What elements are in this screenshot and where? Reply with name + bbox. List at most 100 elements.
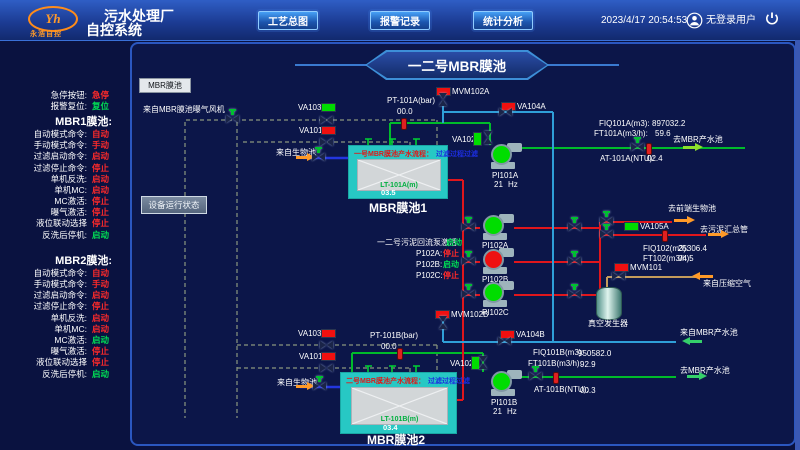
- nav-statistics-button[interactable]: 统计分析: [473, 11, 533, 30]
- sidebar-row: 手动模式命令: 手动: [0, 278, 122, 289]
- ft101a-value: 59.6: [655, 129, 671, 138]
- pump-base: [491, 162, 515, 169]
- pump-duct: [507, 143, 522, 152]
- pump-pi102c[interactable]: [480, 281, 514, 307]
- mbr-tank-1[interactable]: 一号MBR膜池产水流程：过滤过程过滤 LT-101A(m) 03.5: [348, 145, 478, 199]
- row-label: 手动模式命令:: [33, 279, 87, 290]
- tab-mbr-pool[interactable]: MBR膜池: [139, 78, 191, 93]
- tank2-name: MBR膜池2: [367, 433, 426, 447]
- pump-pi102c-label: PI102C: [482, 308, 509, 317]
- vacuum-generator[interactable]: [596, 287, 622, 320]
- pump-pi101a-freq-unit: Hz: [508, 180, 518, 189]
- valve-mvm102b[interactable]: [438, 316, 447, 329]
- row-label: 过滤停止命令:: [33, 162, 87, 173]
- valve-va104b[interactable]: [498, 337, 511, 346]
- bio-inlet-1-arrow-icon: [296, 153, 315, 161]
- pump-pi101a[interactable]: [488, 143, 522, 169]
- valve-va101b[interactable]: [320, 364, 333, 373]
- row-value: 复位: [92, 100, 110, 111]
- row-value: 自动: [92, 267, 110, 278]
- to-product-tank-1-label: 去MBR产水池: [673, 135, 723, 144]
- to-product-1-arrow-icon: [683, 143, 703, 151]
- valve-mvm101[interactable]: [612, 272, 625, 281]
- at101b-label: AT-101B(NTU):: [534, 385, 589, 394]
- valve-mvm102a[interactable]: [438, 93, 447, 106]
- mbr-tank-2[interactable]: 二号MBR膜池产水流程：过滤过程过滤 LT-101B(m) 03.4: [340, 372, 470, 434]
- row-value: 启动: [92, 184, 110, 195]
- user-icon: [686, 12, 703, 29]
- row-label: MBR2膜池:: [55, 254, 112, 267]
- tank1-name: MBR膜池1: [369, 201, 428, 215]
- tank1-level-value: 03.5: [381, 188, 396, 197]
- sidebar-row: 反洗后停机:启动: [0, 368, 122, 379]
- p102c-state: 停止: [443, 271, 459, 280]
- pump-pi102a[interactable]: [480, 214, 514, 240]
- to-product-tank-2-label: 去MBR产水池: [680, 366, 730, 375]
- to-front-bio-arrow-icon: [674, 216, 695, 224]
- row-label: 反洗后停机:: [42, 368, 87, 379]
- bio-inlet-2-label: 来自生物池: [277, 378, 317, 387]
- nav-process-overview-button[interactable]: 工艺总图: [258, 11, 318, 30]
- at101a-label: AT-101A(NTU):: [600, 154, 655, 163]
- banner-wing-right: [544, 64, 619, 66]
- from-product-arrow-icon: [682, 337, 702, 345]
- pump-pi102b[interactable]: [480, 248, 514, 274]
- pump-pi101b[interactable]: [488, 370, 522, 396]
- ft102-value: 04.5: [678, 254, 694, 263]
- bio-inlet-1-valve[interactable]: [312, 147, 325, 162]
- valve-va104a[interactable]: [499, 108, 512, 117]
- valve-va103b[interactable]: [320, 341, 333, 350]
- valve-mvm101-indicator[interactable]: [614, 263, 629, 272]
- valve-va101b-indicator[interactable]: [321, 352, 336, 361]
- row-value: 停止: [92, 346, 110, 357]
- bio-inlet-2-valve[interactable]: [313, 376, 326, 391]
- p102a-label: P102A:: [416, 249, 443, 258]
- permeate2-valve[interactable]: [529, 366, 542, 381]
- at101b-sensor-icon: [553, 372, 559, 384]
- valve-mvm102b-label: MVM102B: [451, 310, 489, 319]
- valve-va101a-indicator[interactable]: [321, 126, 336, 135]
- sidebar-row: 反洗后停机:启动: [0, 229, 122, 240]
- valve-va104a-label: VA104A: [517, 102, 546, 111]
- status-sidebar: 急停按钮:急停 报警复位:复位 MBR1膜池: 自动模式命令:自动 手动模式命令…: [0, 89, 122, 379]
- row-label: 过滤启动命令:: [33, 151, 87, 162]
- permeate1-valve[interactable]: [631, 137, 644, 152]
- row-value: 手动: [92, 279, 110, 290]
- sludge-line1-valve[interactable]: [600, 211, 613, 226]
- pump-pi102c-discharge-valve[interactable]: [568, 284, 581, 299]
- valve-va101a[interactable]: [320, 138, 333, 147]
- valve-va102a-indicator[interactable]: [473, 132, 482, 146]
- row-value: 停止: [92, 162, 110, 173]
- power-icon[interactable]: [764, 11, 780, 27]
- row-value: 手动: [92, 140, 110, 151]
- row-label: 单机反洗:: [50, 173, 87, 184]
- sludge-line2-valve[interactable]: [600, 224, 613, 239]
- valve-va103b-indicator[interactable]: [321, 329, 336, 338]
- valve-va103a-indicator[interactable]: [321, 103, 336, 112]
- row-value: 启动: [92, 173, 110, 184]
- pump-pi102b-suction-valve[interactable]: [462, 251, 475, 266]
- pump-pi102a-suction-valve[interactable]: [462, 217, 475, 232]
- pump-pi102b-discharge-valve[interactable]: [568, 251, 581, 266]
- pump-pi101a-freq: 21: [494, 180, 503, 189]
- pump-pi102c-suction-valve[interactable]: [462, 284, 475, 299]
- nav-alarm-record-button[interactable]: 报警记录: [370, 11, 430, 30]
- login-user-label[interactable]: 无登录用户: [706, 15, 756, 26]
- sidebar-row: 单机MC:启动: [0, 323, 122, 334]
- row-value: 启动: [92, 229, 110, 240]
- valve-va101b-label: VA101B: [299, 352, 328, 361]
- tank1-x-pattern: [357, 159, 441, 191]
- air-blower-valve[interactable]: [226, 109, 239, 124]
- pt101b-sensor-icon: [397, 348, 403, 360]
- row-label: 过滤启动命令:: [33, 290, 87, 301]
- app-title-line1: 污水处理厂: [104, 8, 174, 24]
- row-label: 手动模式命令:: [33, 140, 87, 151]
- valve-va103a[interactable]: [320, 116, 333, 125]
- row-value: 启动: [92, 290, 110, 301]
- device-status-button[interactable]: 设备运行状态: [141, 196, 207, 214]
- valve-va103b-label: VA103B: [298, 329, 327, 338]
- pump-pi102a-discharge-valve[interactable]: [568, 217, 581, 232]
- to-sludge-main-label: 去污泥汇总管: [700, 225, 748, 235]
- valve-va105a-indicator[interactable]: [624, 222, 639, 231]
- valve-va102b[interactable]: [478, 356, 487, 369]
